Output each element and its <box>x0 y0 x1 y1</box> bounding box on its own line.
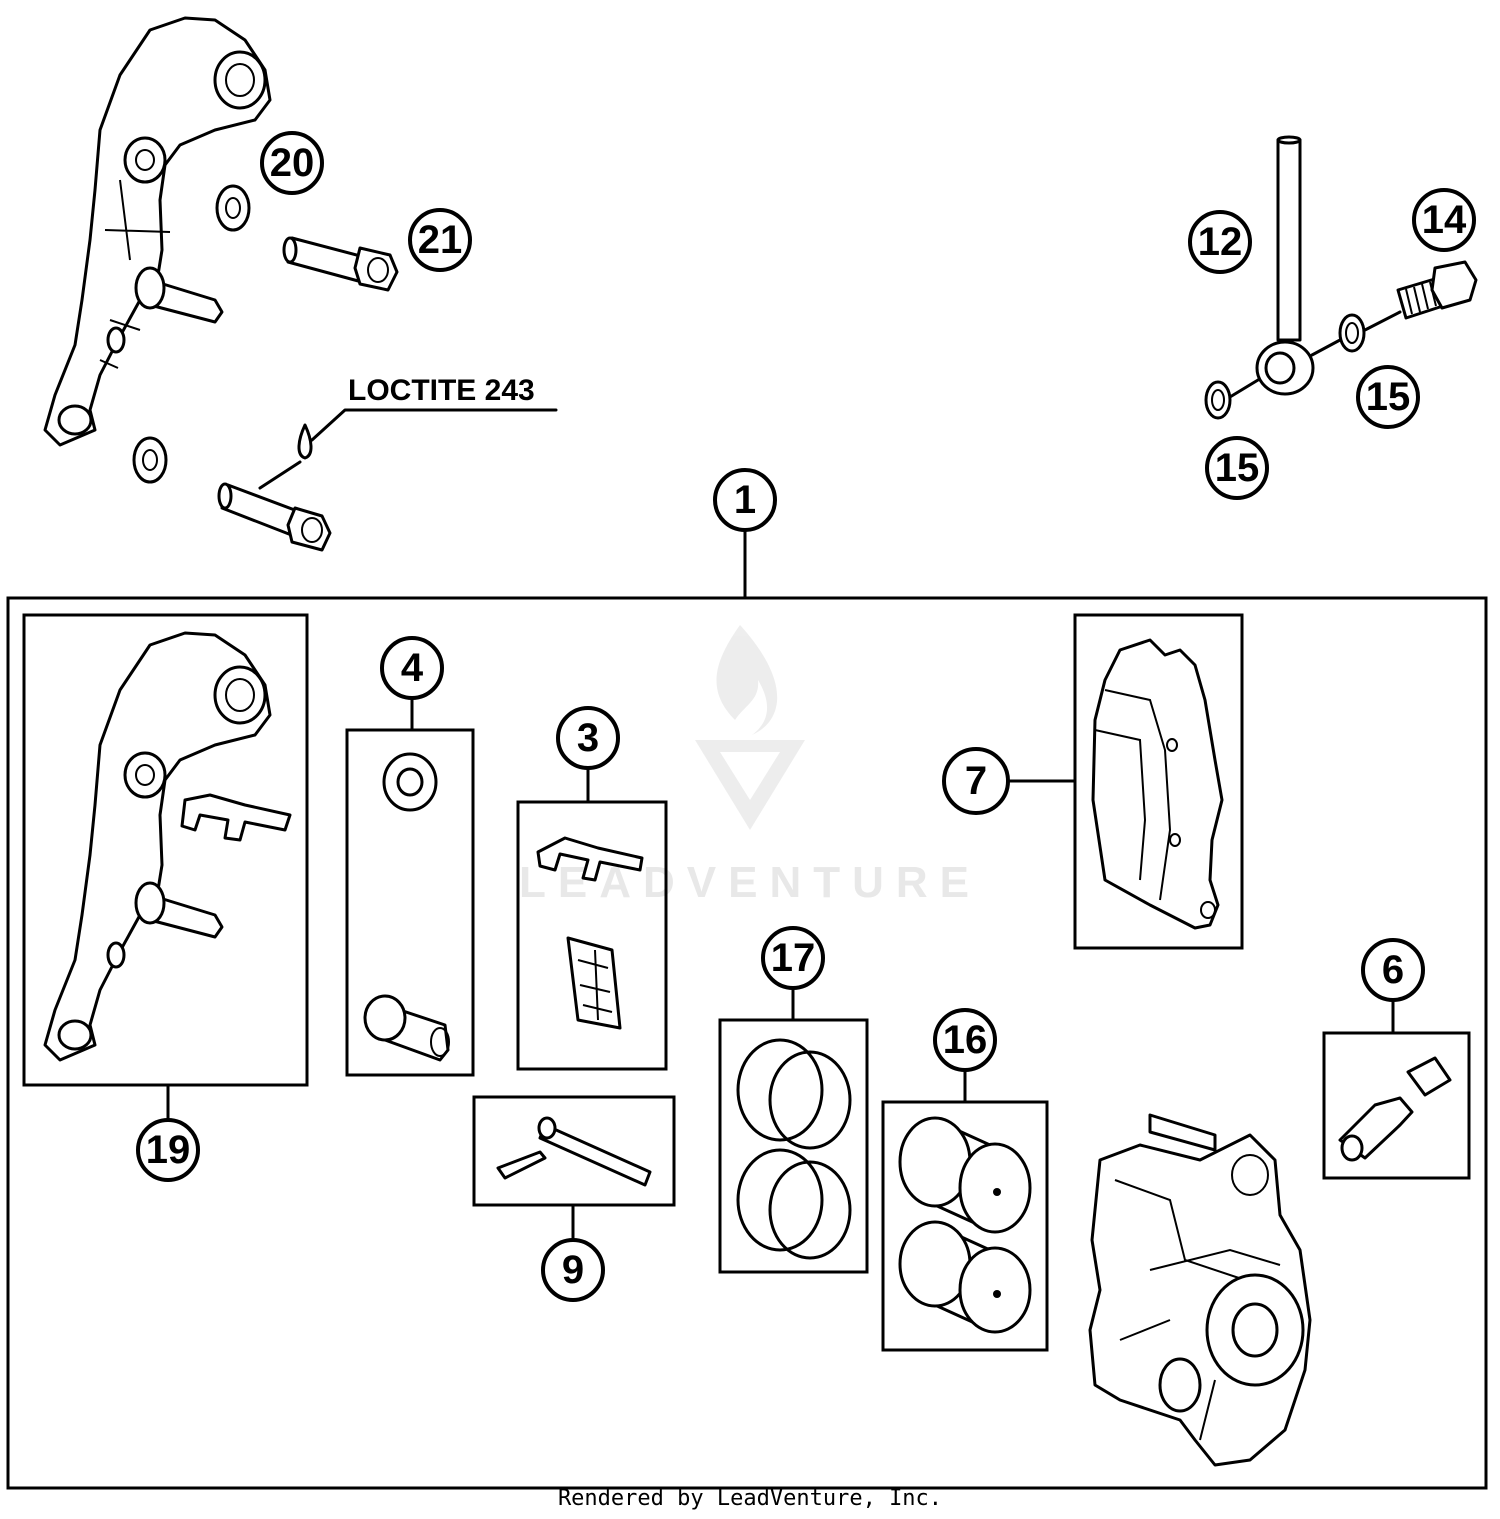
brake-line-12 <box>1223 135 1402 402</box>
box-3 <box>516 800 668 1071</box>
banjo-bolt-14 <box>1396 260 1478 320</box>
bleed-valve-6 <box>1338 1056 1452 1162</box>
callout-16: 16 <box>933 1008 997 1072</box>
callout-14: 14 <box>1412 188 1476 252</box>
crush-washer-15-left <box>1204 380 1232 420</box>
callout-19: 19 <box>136 1118 200 1182</box>
caliper-body <box>1088 1113 1312 1467</box>
brake-pads-7 <box>1091 638 1224 930</box>
svg-text:1: 1 <box>734 478 756 522</box>
pad-clip-3 <box>566 936 622 1030</box>
v-logo-icon <box>695 740 805 830</box>
loctite-drop-icon <box>258 408 558 490</box>
svg-text:20: 20 <box>270 141 315 185</box>
svg-text:14: 14 <box>1422 198 1467 242</box>
seal-rings-17 <box>736 1038 852 1260</box>
split-pin-9 <box>496 1150 547 1180</box>
pad-spring-3 <box>536 836 644 882</box>
svg-text:15: 15 <box>1215 446 1260 490</box>
pad-pin-9 <box>537 1116 652 1187</box>
svg-text:7: 7 <box>965 759 987 803</box>
svg-text:21: 21 <box>418 218 463 262</box>
loctite-label: LOCTITE 243 <box>348 374 535 407</box>
washer-lower <box>132 436 168 484</box>
crush-washer-15-right <box>1338 313 1366 353</box>
callout-1: 1 <box>713 468 777 532</box>
svg-text:6: 6 <box>1382 948 1404 992</box>
box-4 <box>345 728 475 1077</box>
callout-15-left: 15 <box>1205 436 1269 500</box>
caliper-bracket-19 <box>43 631 292 1062</box>
svg-text:15: 15 <box>1366 375 1411 419</box>
callout-20: 20 <box>260 131 324 195</box>
callout-21: 21 <box>408 208 472 272</box>
washer-20 <box>215 184 251 232</box>
flame-icon <box>716 625 778 735</box>
bushing-4 <box>382 752 438 812</box>
callout-9: 9 <box>541 1238 605 1302</box>
svg-text:19: 19 <box>146 1128 191 1172</box>
footer-credit: Rendered by LeadVenture, Inc. <box>558 1486 942 1511</box>
svg-text:17: 17 <box>771 936 816 980</box>
callout-15-right: 15 <box>1356 365 1420 429</box>
svg-text:12: 12 <box>1198 220 1243 264</box>
pistons-16 <box>898 1116 1032 1334</box>
caliper-kit-box <box>6 596 1488 1490</box>
callout-6: 6 <box>1361 938 1425 1002</box>
svg-text:16: 16 <box>943 1018 988 1062</box>
guide-pin-4 <box>363 994 450 1062</box>
callout-3: 3 <box>556 706 620 770</box>
svg-text:9: 9 <box>562 1248 584 1292</box>
svg-text:4: 4 <box>401 646 424 690</box>
callout-12: 12 <box>1188 210 1252 274</box>
box-6 <box>1322 1031 1471 1180</box>
bolt-21 <box>282 236 399 292</box>
svg-text:3: 3 <box>577 716 599 760</box>
callout-17: 17 <box>761 926 825 990</box>
bolt-lower <box>217 482 332 552</box>
caliper-bracket-top <box>43 16 272 447</box>
box-19 <box>22 613 309 1087</box>
callout-4: 4 <box>380 636 444 700</box>
callout-7: 7 <box>942 747 1010 815</box>
